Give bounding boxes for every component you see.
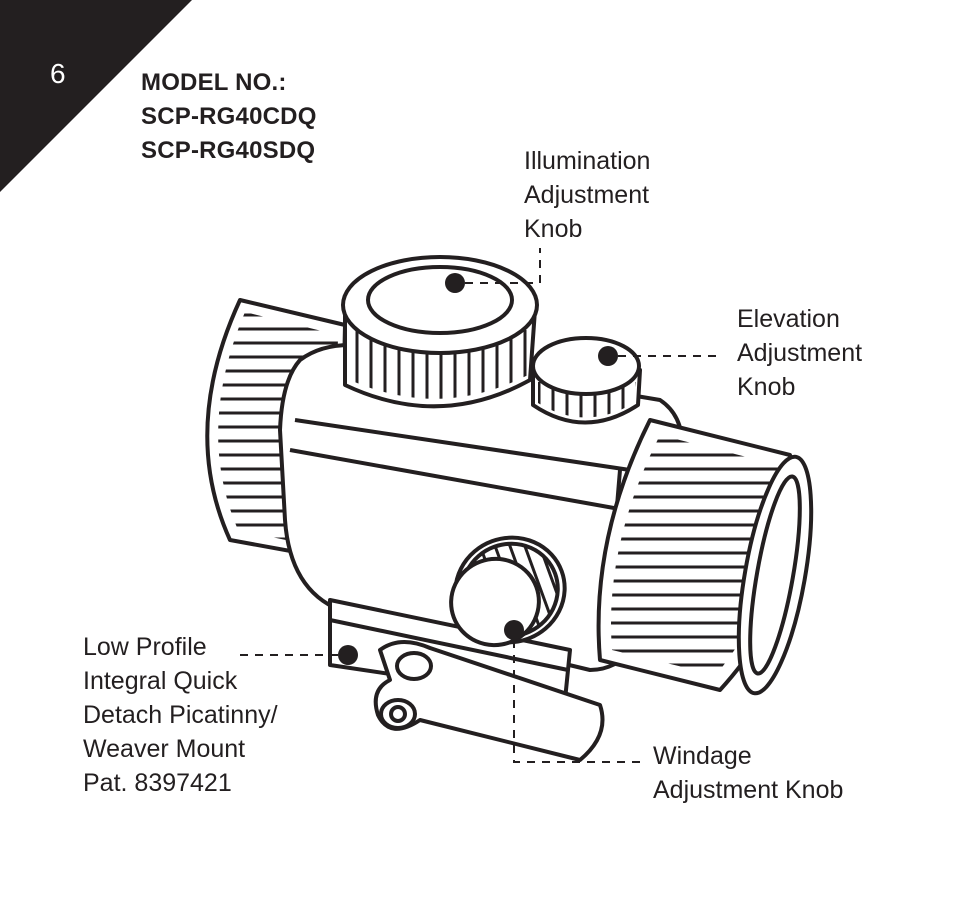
label-line: Adjustment Knob [653,776,844,804]
label-line: Adjustment [737,339,863,367]
label-line: Detach Picatinny/ [83,701,278,729]
mount-label: Low Profile Integral Quick Detach Picati… [83,630,278,800]
windage-dot [504,620,524,640]
label-line: Elevation [737,305,840,333]
windage-knob-label: Windage Adjustment Knob [653,739,843,807]
mount-dot [338,645,358,665]
illumination-dot [445,273,465,293]
page-number: 6 [50,58,66,89]
illumination-knob-label: Illumination Adjustment Knob [524,144,650,246]
windage-leader [513,640,645,763]
label-line: Integral Quick [83,667,238,695]
model-heading: MODEL NO.: [141,69,287,96]
label-line: Knob [524,215,583,243]
model-block: MODEL NO.: SCP-RG40CDQ SCP-RG40SDQ [141,66,317,168]
label-line: Adjustment [524,181,650,209]
quick-detach-lever [373,640,605,762]
elevation-knob [531,336,642,425]
label-line: Low Profile [83,633,207,661]
model-number: SCP-RG40CDQ [141,103,317,130]
label-line: Knob [737,373,796,401]
illumination-knob [341,255,539,409]
illumination-leader [465,248,541,284]
front-lens-ring [596,418,814,696]
elevation-knob-label: Elevation Adjustment Knob [737,302,862,404]
elevation-dot [598,346,618,366]
label-line: Windage [653,742,752,770]
label-line: Pat. 8397421 [83,769,232,797]
model-number: SCP-RG40SDQ [141,137,316,164]
label-line: Weaver Mount [83,735,246,763]
label-line: Illumination [524,147,651,175]
